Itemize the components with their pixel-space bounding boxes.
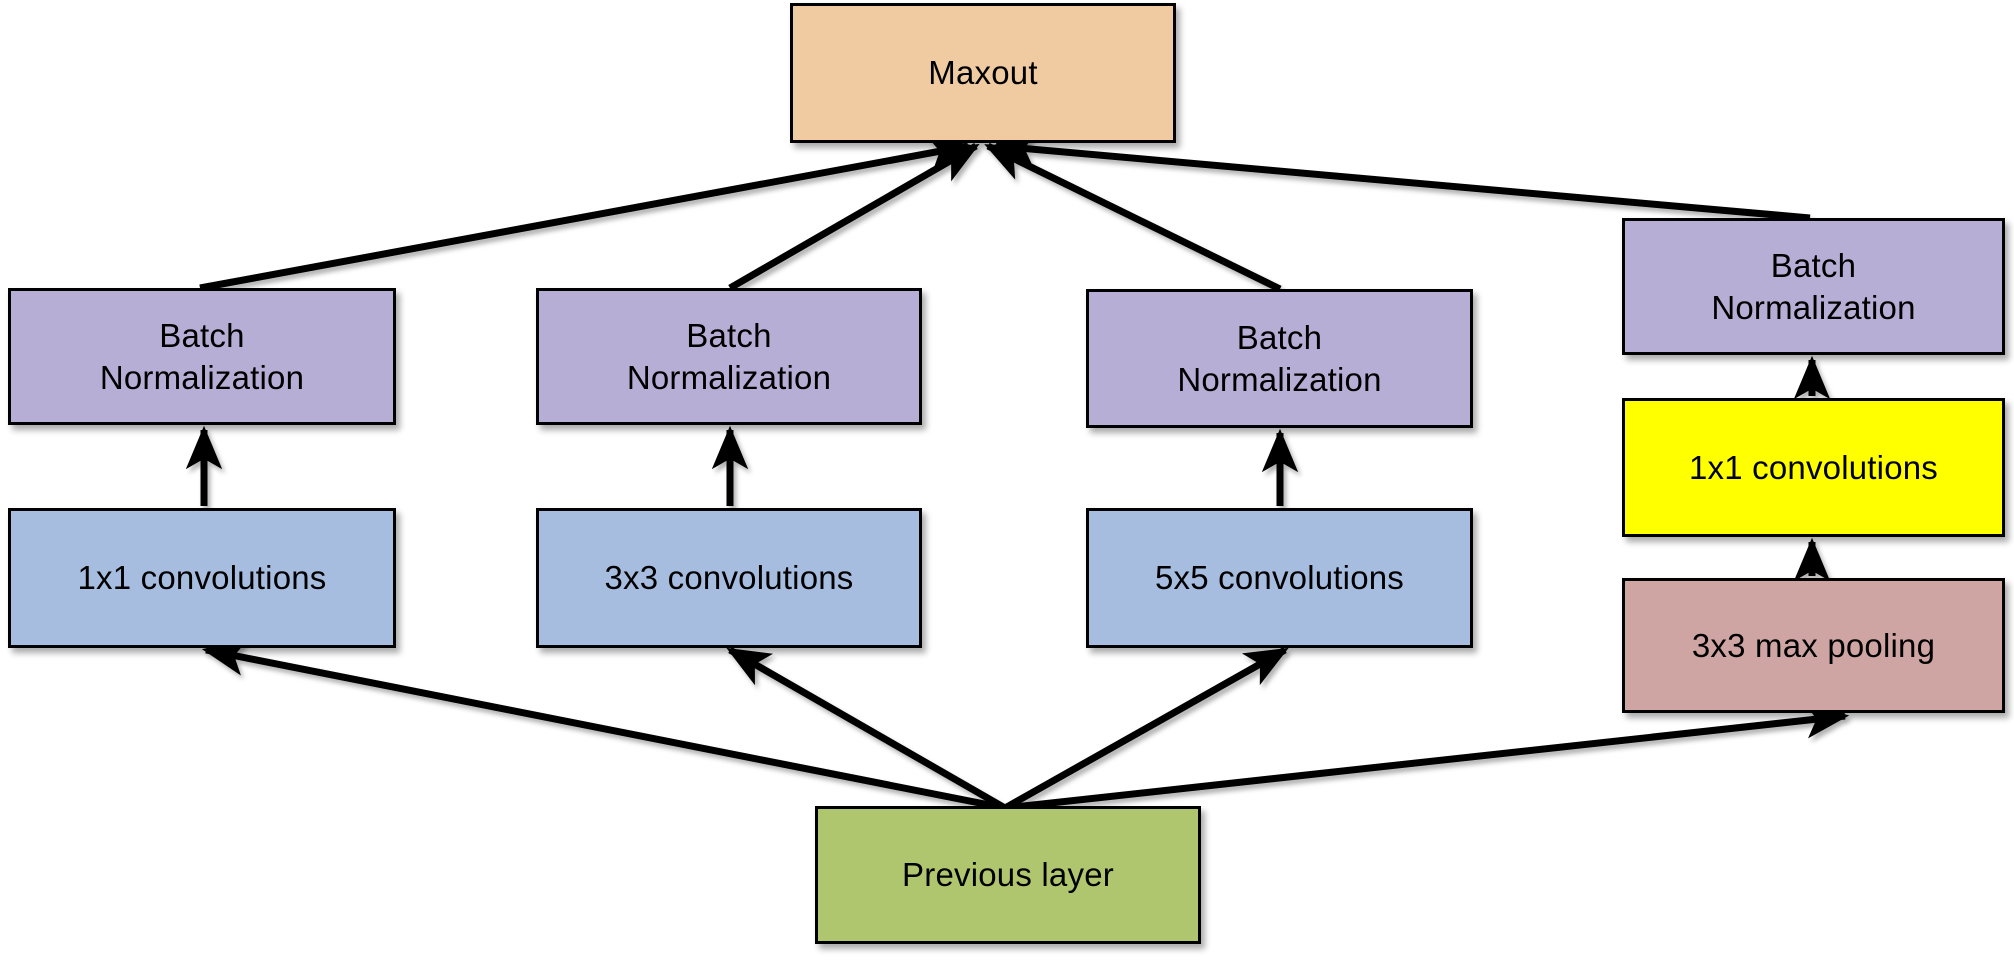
- node-max-pooling[interactable]: 3x3 max pooling: [1622, 578, 2005, 713]
- node-label-batch-normalization-5x5: Batch Normalization: [1177, 319, 1382, 398]
- node-batch-normalization-pool[interactable]: Batch Normalization: [1622, 218, 2005, 355]
- edge-prev-to-conv1x1: [201, 639, 1006, 812]
- node-previous-layer[interactable]: Previous layer: [815, 806, 1201, 944]
- edge-bn1x1-to-maxout: [199, 135, 973, 292]
- node-label-conv-1x1: 1x1 convolutions: [77, 559, 327, 597]
- edge-bn3x3-to-maxout: [728, 142, 980, 292]
- node-label-batch-normalization-1x1: Batch Normalization: [99, 317, 305, 396]
- node-batch-normalization-5x5[interactable]: Batch Normalization: [1086, 289, 1473, 428]
- node-conv-3x3[interactable]: 3x3 convolutions: [536, 508, 922, 648]
- node-batch-normalization-1x1[interactable]: Batch Normalization: [8, 288, 396, 425]
- node-maxout[interactable]: Maxout: [790, 3, 1176, 143]
- edge-prev-to-conv5x5: [1003, 646, 1289, 812]
- edge-bnpool-to-maxout: [991, 131, 1811, 222]
- node-label-batch-normalization-3x3: Batch Normalization: [626, 317, 832, 396]
- node-label-conv-3x3: 3x3 convolutions: [604, 559, 854, 597]
- node-conv-1x1[interactable]: 1x1 convolutions: [8, 508, 396, 648]
- node-batch-normalization-3x3[interactable]: Batch Normalization: [536, 288, 922, 425]
- node-conv-5x5[interactable]: 5x5 convolutions: [1086, 508, 1473, 648]
- node-label-maxout: Maxout: [928, 54, 1038, 92]
- edge-bn5x5-to-maxout: [984, 142, 1282, 293]
- node-label-previous-layer: Previous layer: [902, 856, 1114, 894]
- node-conv-1x1-pool-branch[interactable]: 1x1 convolutions: [1622, 398, 2005, 537]
- edge-prev-to-conv3x3: [726, 646, 1007, 812]
- node-label-conv-5x5: 5x5 convolutions: [1154, 559, 1405, 597]
- node-label-conv-1x1-pool-branch: 1x1 convolutions: [1688, 448, 1939, 486]
- node-label-max-pooling: 3x3 max pooling: [1691, 626, 1936, 664]
- node-label-batch-normalization-pool: Batch Normalization: [1711, 247, 1916, 326]
- edge-prev-to-maxpool: [1004, 702, 1850, 812]
